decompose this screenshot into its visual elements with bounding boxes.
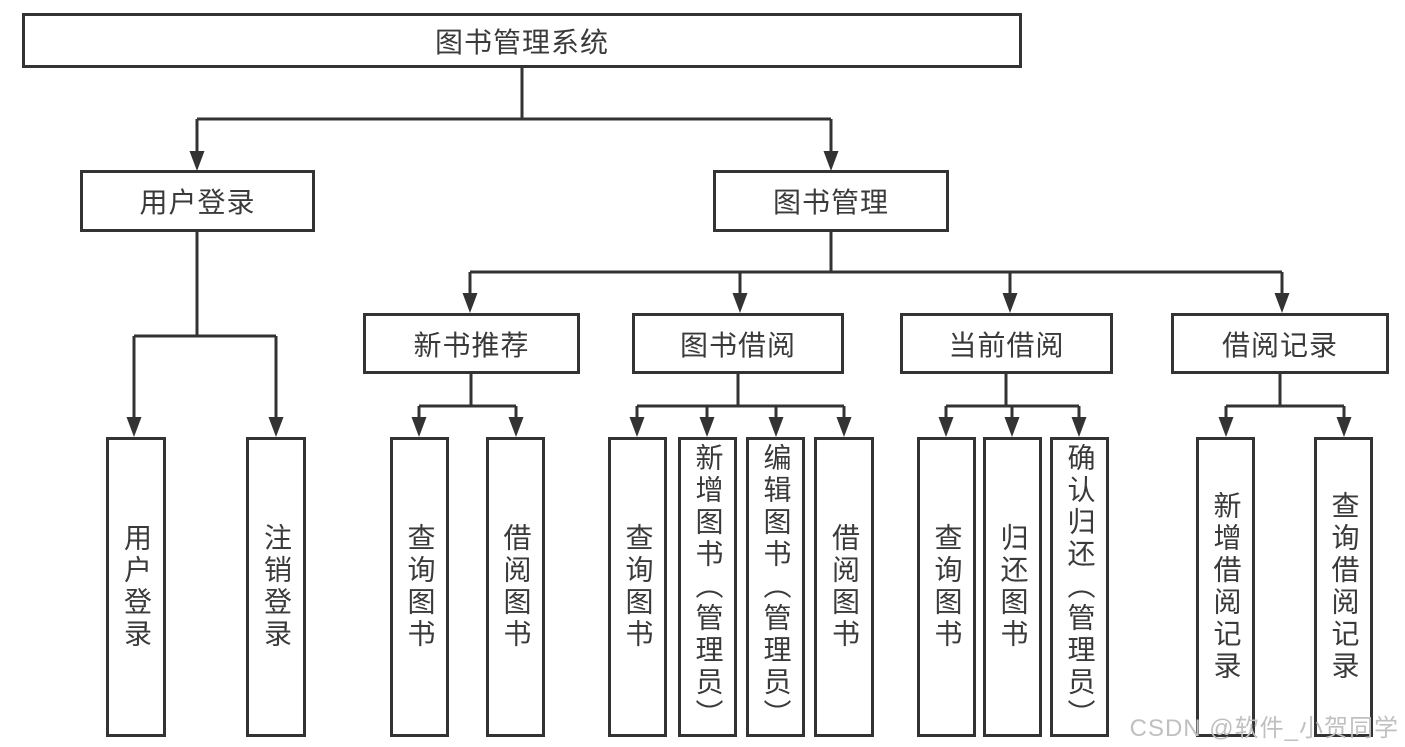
node-book-borrowing: 图书借阅 [632, 313, 844, 374]
leaf-query-books-recommend-label: 查询图书 [404, 523, 436, 651]
node-user-login-label: 用户登录 [139, 187, 256, 218]
leaf-query-books-recommend: 查询图书 [390, 437, 449, 737]
leaf-add-books-admin: 新增图书（管理员） [678, 437, 737, 737]
node-current-borrowing-label: 当前借阅 [948, 329, 1065, 361]
leaf-user-login: 用户登录 [106, 437, 166, 737]
leaf-borrow-books-recommend: 借阅图书 [486, 437, 545, 737]
leaf-query-books-borrowing-label: 查询图书 [622, 523, 654, 651]
watermark: CSDN @软件_小贺同学 [1129, 715, 1399, 742]
leaf-query-borrow-record: 查询借阅记录 [1314, 437, 1373, 737]
node-root: 图书管理系统 [22, 13, 1022, 68]
leaf-query-books-current-label: 查询图书 [931, 523, 963, 651]
node-book-borrowing-label: 图书借阅 [679, 329, 796, 361]
leaf-add-borrow-record-label: 新增借阅记录 [1210, 491, 1242, 683]
node-new-book-recommend-label: 新书推荐 [413, 329, 530, 361]
node-borrowing-records: 借阅记录 [1171, 313, 1389, 374]
leaf-return-books: 归还图书 [983, 437, 1042, 737]
node-user-login: 用户登录 [80, 170, 315, 232]
leaf-query-books-borrowing: 查询图书 [608, 437, 667, 737]
leaf-add-borrow-record: 新增借阅记录 [1196, 437, 1255, 737]
leaf-logout-label: 注销登录 [261, 523, 292, 651]
leaf-return-books-label: 归还图书 [997, 523, 1029, 651]
leaf-borrow-books-recommend-label: 借阅图书 [500, 523, 532, 651]
node-current-borrowing: 当前借阅 [900, 313, 1113, 374]
leaf-query-borrow-record-label: 查询借阅记录 [1328, 491, 1360, 683]
node-book-management: 图书管理 [713, 170, 949, 232]
node-new-book-recommend: 新书推荐 [363, 313, 580, 374]
leaf-confirm-return-admin-label: 确认归还（管理员） [1064, 443, 1096, 731]
node-book-management-label: 图书管理 [772, 187, 889, 218]
node-root-label: 图书管理系统 [434, 26, 609, 58]
leaf-borrow-books: 借阅图书 [814, 437, 874, 737]
leaf-logout: 注销登录 [246, 437, 306, 737]
leaf-borrow-books-label: 借阅图书 [829, 523, 860, 651]
leaf-query-books-current: 查询图书 [917, 437, 976, 737]
node-borrowing-records-label: 借阅记录 [1221, 329, 1338, 361]
leaf-confirm-return-admin: 确认归还（管理员） [1050, 437, 1109, 737]
leaf-add-books-admin-label: 新增图书（管理员） [692, 443, 724, 731]
leaf-user-login-label: 用户登录 [121, 523, 152, 651]
leaf-edit-books-admin-label: 编辑图书（管理员） [760, 443, 792, 731]
leaf-edit-books-admin: 编辑图书（管理员） [746, 437, 805, 737]
arrowheads [126, 151, 1352, 437]
